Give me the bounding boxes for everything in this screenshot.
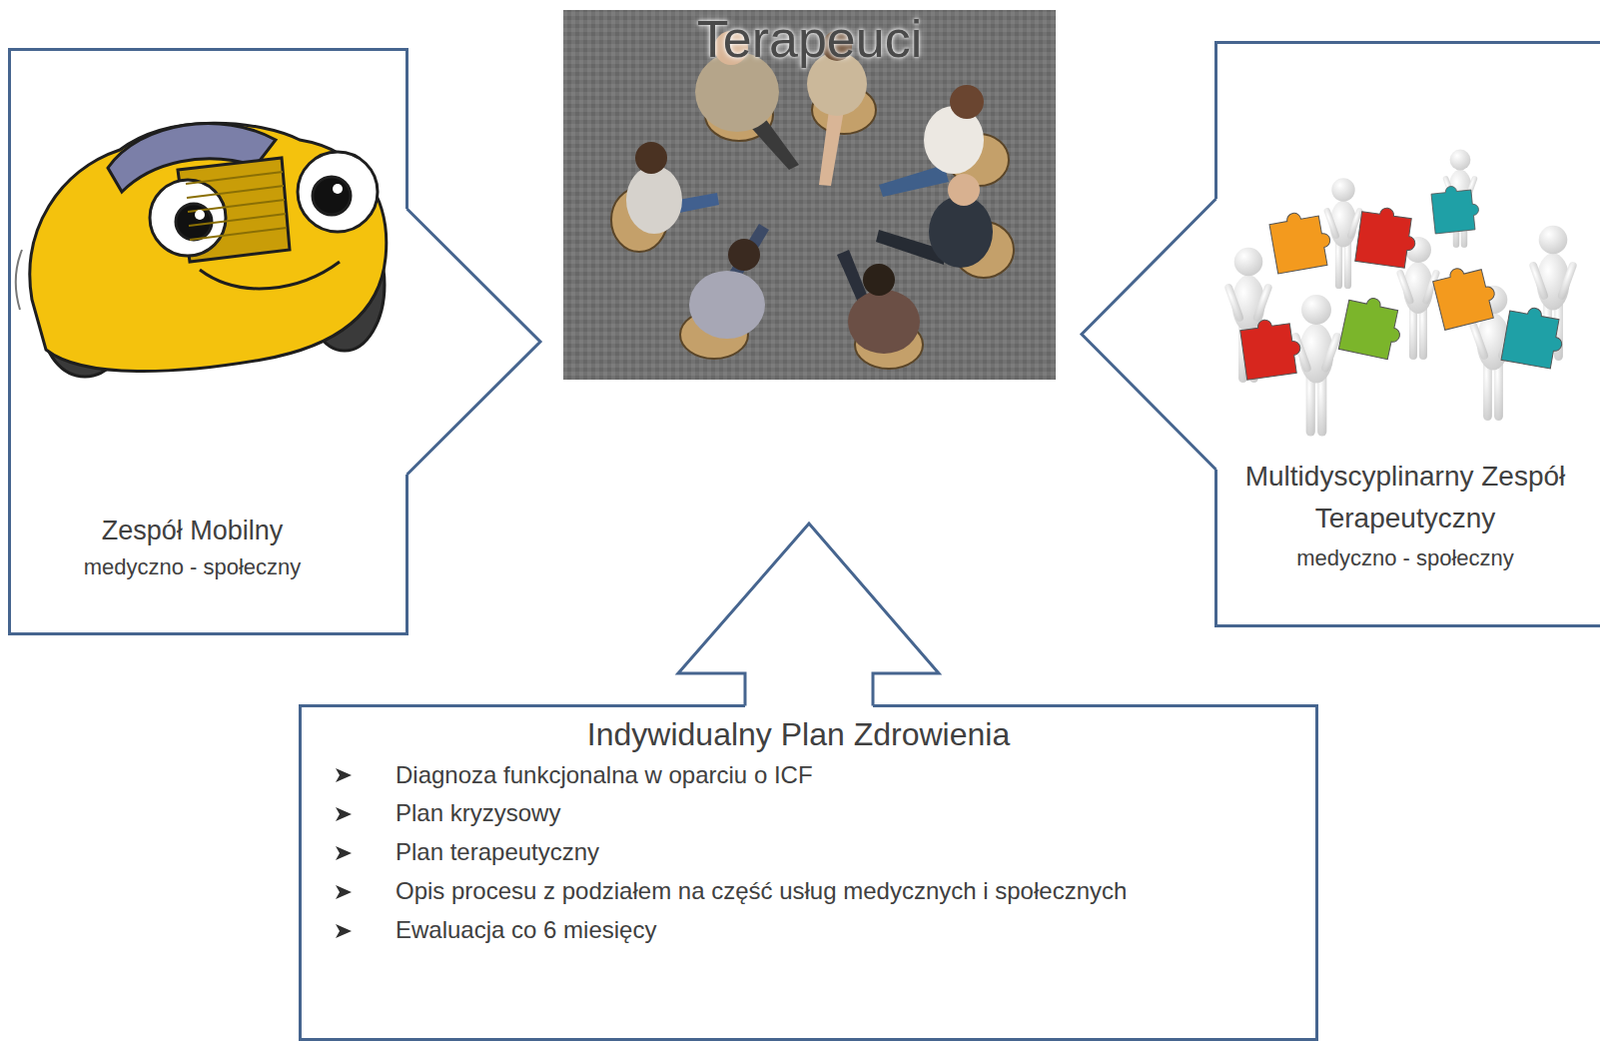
bullet-arrow (335, 806, 352, 821)
bullet-arrow (335, 845, 352, 860)
photo-node: Terapeuci (563, 9, 1056, 380)
bullet-arrow (334, 883, 353, 900)
block-arrow (1081, 198, 1217, 470)
car-cartoon-part (29, 122, 387, 377)
text-row: Indywidualny Plan Zdrowienia (298, 714, 1299, 757)
puzzle-team-part-part (1239, 315, 1304, 380)
puzzle-team-part-part (1355, 204, 1420, 269)
car-cartoon (15, 122, 387, 377)
therapy-photo (563, 9, 1056, 380)
therapy-photo-part-part (947, 173, 980, 206)
box-subtitle: medyczno - społeczny (1224, 543, 1587, 574)
box-outline (1216, 42, 1600, 627)
therapy-photo-part-part (818, 109, 844, 186)
box-subtitle: medyczno - społeczny (15, 552, 369, 583)
car-cartoon-part-part (189, 227, 287, 240)
therapy-photo-part-part (689, 270, 766, 339)
car-cartoon-part-part (186, 185, 284, 198)
therapy-photo-part-part (635, 141, 668, 174)
car-cartoon-part (15, 249, 22, 310)
plan-item: Ewaluacja co 6 miesięcy (395, 910, 1299, 950)
bullet-arrow (334, 844, 353, 861)
box-title: Multidyscyplinarny Zespół Terapeutyczny (1240, 455, 1571, 540)
car-cartoon-part-part (29, 122, 387, 371)
plan-title: Indywidualny Plan Zdrowienia (298, 714, 1299, 757)
plan-item: Diagnoza funkcjonalna w oparciu o ICF (395, 756, 1299, 796)
puzzle-team-part (1239, 183, 1568, 380)
box-title: Zespół Mobilny (15, 513, 369, 549)
puzzle-team-part (1290, 294, 1343, 436)
team-box: Zespół Mobilnymedyczno - społeczny (7, 47, 409, 636)
car-cartoon-part (185, 171, 287, 240)
box-outline (7, 47, 409, 636)
bullet-arrow (335, 884, 352, 899)
puzzle-team (1223, 149, 1578, 437)
therapy-photo-part-part (847, 289, 920, 354)
plan-box: Indywidualny Plan ZdrowieniaDiagnoza fun… (298, 704, 1319, 1041)
bullet-arrow (334, 767, 353, 784)
text-row: medyczno - społeczny (1224, 543, 1587, 574)
puzzle-team-part-part (1501, 303, 1568, 370)
car-cartoon-part-part (297, 151, 378, 232)
car-cartoon-part-part (187, 199, 285, 212)
photo-title: Terapeuci (573, 11, 1046, 67)
therapy-photo-part-part (862, 263, 895, 296)
therapy-photo-part (563, 9, 1056, 380)
bullet-arrow (334, 922, 353, 939)
therapy-photo-part-part (949, 84, 984, 119)
text-row: Plan terapeutyczny (298, 832, 1299, 872)
block-arrow (407, 208, 542, 475)
plan-item: Plan terapeutyczny (395, 832, 1299, 872)
car-cartoon-part-part (199, 261, 340, 289)
text-row: Ewaluacja co 6 miesięcy (298, 910, 1299, 950)
puzzle-team-part-part (1268, 207, 1335, 274)
bullet-arrow (334, 805, 353, 822)
therapy-photo-part-part (728, 238, 761, 271)
plan-item: Plan kryzysowy (395, 794, 1299, 833)
therapy-photo-part-part (626, 165, 683, 234)
car-cartoon-part-part (185, 171, 283, 184)
box-outline (300, 706, 1318, 1040)
text-row: Multidyscyplinarny Zespół Terapeutyczny (1224, 455, 1587, 540)
block-arrow (678, 523, 939, 707)
text-row: Zespół Mobilny (15, 513, 369, 549)
car-cartoon-part-part (149, 179, 226, 256)
box-outline (9, 49, 408, 635)
puzzle-team-part-part (1338, 293, 1407, 362)
puzzle-team-part-part (1430, 183, 1481, 234)
car-cartoon-part (332, 183, 343, 194)
car-cartoon-part (194, 209, 205, 220)
therapy-photo-part (626, 30, 993, 354)
bullet-arrow (335, 768, 352, 783)
car-cartoon-part-part (312, 176, 351, 215)
team-box: Multidyscyplinarny Zespół Terapeutycznym… (1214, 40, 1600, 628)
puzzle-team-part-part (1431, 260, 1501, 330)
text-row: medyczno - społeczny (15, 552, 369, 583)
therapy-photo-part (611, 85, 1014, 369)
plan-item: Opis procesu z podziałem na część usług … (395, 871, 1299, 911)
box-outline (298, 704, 1319, 1041)
text-row: Opis procesu z podziałem na część usług … (298, 871, 1299, 911)
bullet-arrow (335, 923, 352, 938)
therapy-photo-part-part (928, 195, 993, 268)
therapy-photo-part-part (878, 164, 949, 197)
box-outline (1214, 40, 1600, 628)
text-row: Terapeuci (573, 11, 1046, 67)
text-row: Plan kryzysowy (298, 794, 1299, 833)
text-row: Diagnoza funkcjonalna w oparciu o ICF (298, 756, 1299, 796)
puzzle-team-part (1323, 177, 1364, 289)
